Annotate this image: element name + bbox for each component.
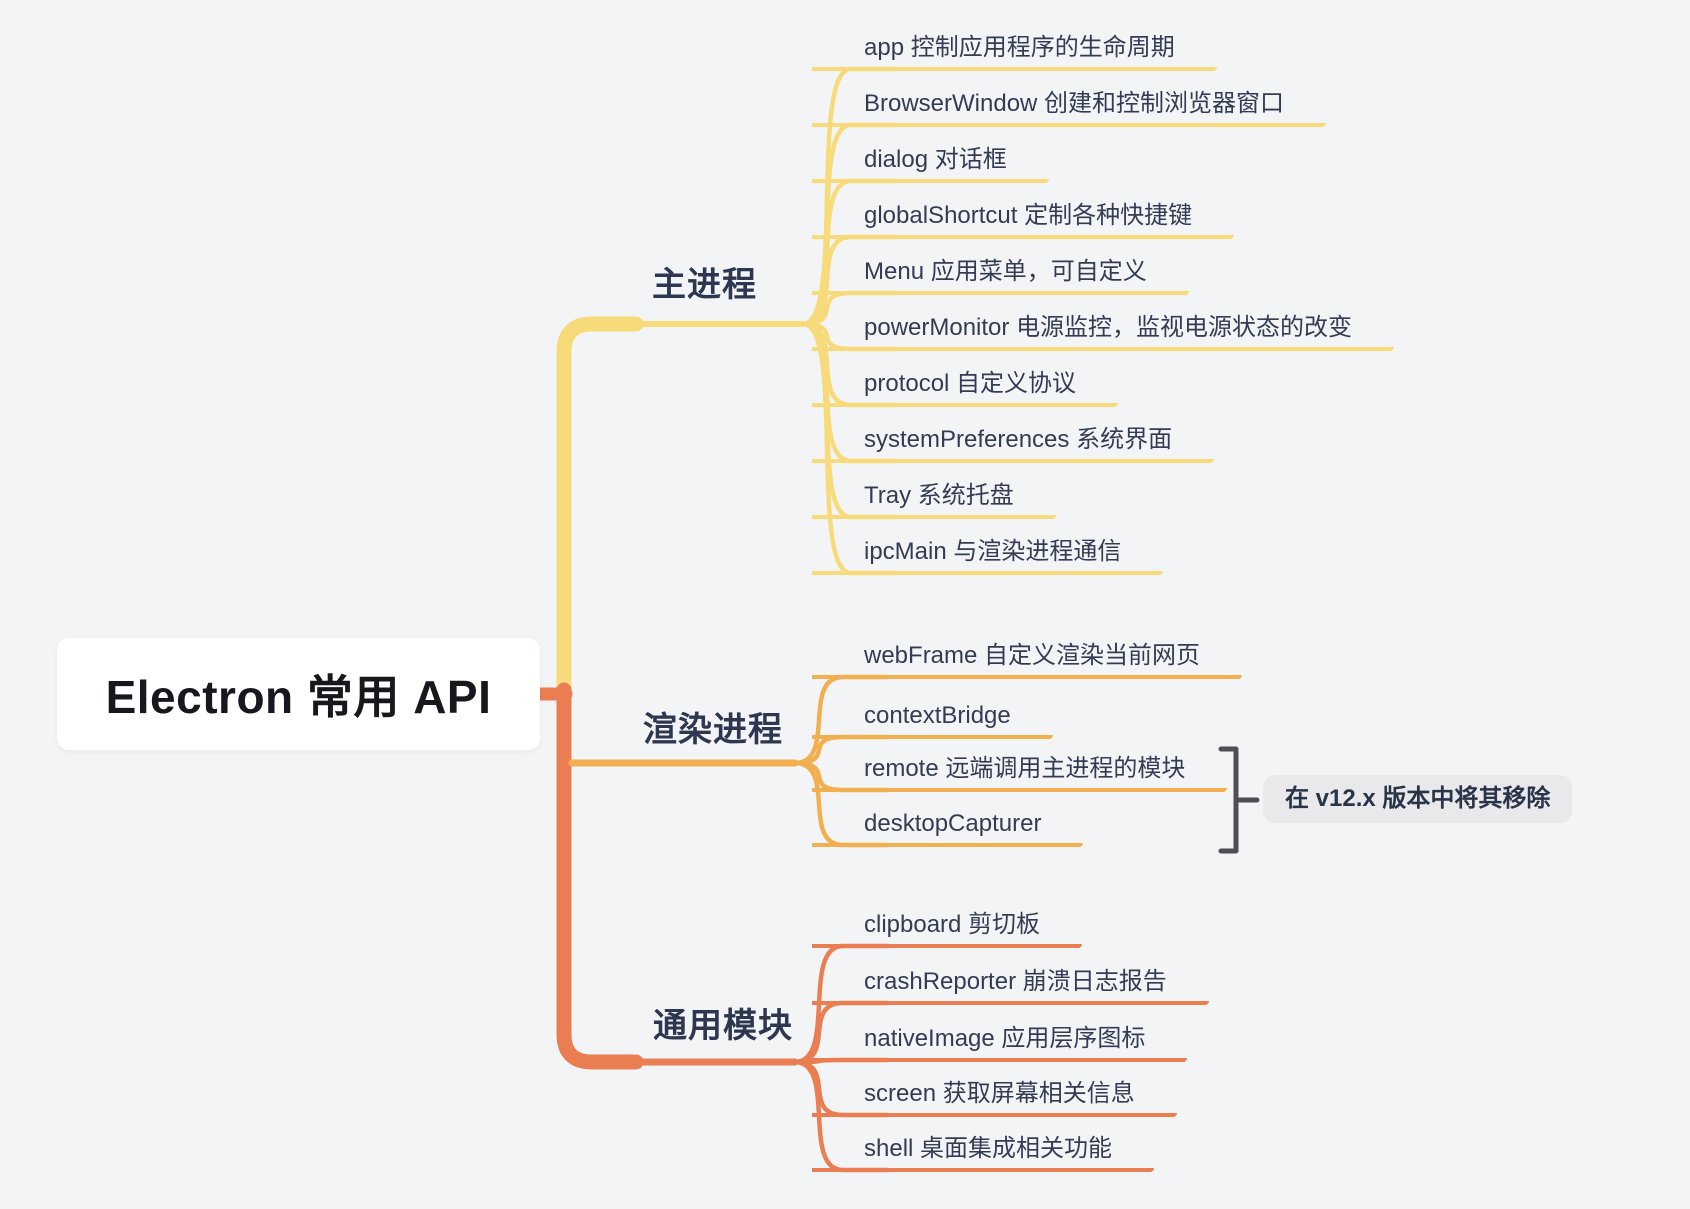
leaf-node-renderer-process[interactable]: contextBridge — [812, 702, 1053, 739]
annotation-bracket — [1218, 746, 1260, 854]
leaf-connector — [800, 321, 898, 576]
leaf-node-main-process[interactable]: BrowserWindow 创建和控制浏览器窗口 — [812, 90, 1327, 127]
leaf-node-label: shell 桌面集成相关功能 — [812, 1135, 1155, 1172]
leaf-node-label: screen 获取屏幕相关信息 — [812, 1080, 1177, 1117]
leaf-node-label: remote 远端调用主进程的模块 — [812, 755, 1228, 792]
leaf-node-label: app 控制应用程序的生命周期 — [812, 34, 1217, 71]
main-branch-trunk — [556, 316, 644, 708]
leaf-node-label: Menu 应用菜单，可自定义 — [812, 258, 1189, 295]
leaf-node-label: systemPreferences 系统界面 — [812, 426, 1215, 463]
leaf-node-common-modules[interactable]: shell 桌面集成相关功能 — [812, 1135, 1155, 1172]
leaf-node-label: powerMonitor 电源监控，监视电源状态的改变 — [812, 314, 1395, 351]
leaf-node-renderer-process[interactable]: remote 远端调用主进程的模块 — [812, 755, 1228, 792]
leaf-node-main-process[interactable]: powerMonitor 电源监控，监视电源状态的改变 — [812, 314, 1395, 351]
annotation-text: 在 v12.x 版本中将其移除 — [1285, 785, 1551, 812]
leaf-node-label: globalShortcut 定制各种快捷键 — [812, 202, 1235, 239]
leaf-node-common-modules[interactable]: clipboard 剪切板 — [812, 911, 1083, 948]
leaf-node-main-process[interactable]: app 控制应用程序的生命周期 — [812, 34, 1217, 71]
leaf-node-label: nativeImage 应用层序图标 — [812, 1025, 1188, 1062]
leaf-node-common-modules[interactable]: screen 获取屏幕相关信息 — [812, 1080, 1177, 1117]
leaf-node-main-process[interactable]: systemPreferences 系统界面 — [812, 426, 1215, 463]
leaf-node-main-process[interactable]: globalShortcut 定制各种快捷键 — [812, 202, 1235, 239]
leaf-node-renderer-process[interactable]: desktopCapturer — [812, 810, 1084, 847]
common-branch-trunk — [556, 682, 644, 1070]
leaf-node-main-process[interactable]: Tray 系统托盘 — [812, 482, 1056, 519]
annotation-callout[interactable]: 在 v12.x 版本中将其移除 — [1263, 775, 1573, 823]
branch-label-common-modules[interactable]: 通用模块 — [653, 1007, 793, 1045]
leaf-node-label: crashReporter 崩溃日志报告 — [812, 968, 1209, 1005]
branch-label-main-process[interactable]: 主进程 — [652, 266, 757, 304]
leaf-node-common-modules[interactable]: nativeImage 应用层序图标 — [812, 1025, 1188, 1062]
leaf-node-label: webFrame 自定义渲染当前网页 — [812, 642, 1243, 679]
leaf-node-label: desktopCapturer — [812, 810, 1084, 847]
leaf-node-label: BrowserWindow 创建和控制浏览器窗口 — [812, 90, 1327, 127]
leaf-node-renderer-process[interactable]: webFrame 自定义渲染当前网页 — [812, 642, 1243, 679]
leaf-node-label: ipcMain 与渲染进程通信 — [812, 538, 1164, 575]
leaf-node-main-process[interactable]: Menu 应用菜单，可自定义 — [812, 258, 1189, 295]
leaf-node-main-process[interactable]: protocol 自定义协议 — [812, 370, 1119, 407]
root-node-label: Electron 常用 API — [105, 671, 492, 723]
leaf-node-main-process[interactable]: dialog 对话框 — [812, 146, 1049, 183]
leaf-node-label: protocol 自定义协议 — [812, 370, 1119, 407]
leaf-node-label: Tray 系统托盘 — [812, 482, 1056, 519]
root-node[interactable]: Electron 常用 API — [57, 638, 540, 750]
leaf-node-label: contextBridge — [812, 702, 1053, 739]
branch-label-renderer-process[interactable]: 渲染进程 — [643, 711, 783, 749]
leaf-node-main-process[interactable]: ipcMain 与渲染进程通信 — [812, 538, 1164, 575]
leaf-node-common-modules[interactable]: crashReporter 崩溃日志报告 — [812, 968, 1209, 1005]
leaf-node-label: clipboard 剪切板 — [812, 911, 1083, 948]
leaf-node-label: dialog 对话框 — [812, 146, 1049, 183]
